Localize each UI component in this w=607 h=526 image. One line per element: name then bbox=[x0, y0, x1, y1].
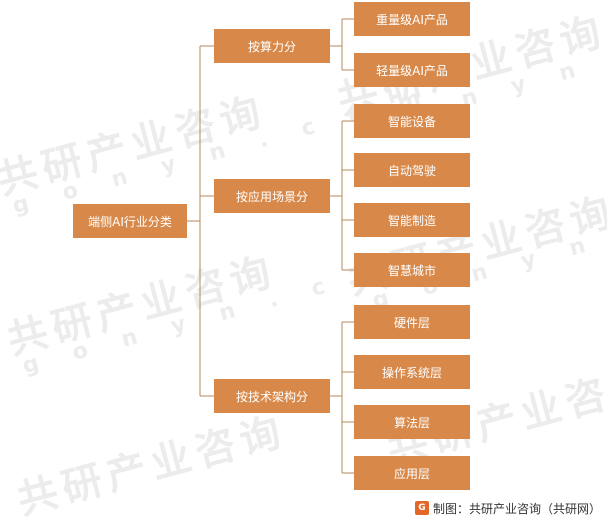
branch-compute-node: 按算力分 bbox=[214, 29, 330, 63]
leaf-node: 智慧城市 bbox=[354, 253, 470, 287]
branch-architecture-node: 按技术架构分 bbox=[214, 379, 330, 413]
source-footer: G 制图：共研产业咨询（共研网） bbox=[410, 498, 601, 518]
leaf-node: 轻量级AI产品 bbox=[354, 53, 470, 87]
leaf-node: 自动驾驶 bbox=[354, 153, 470, 187]
root-node: 端侧AI行业分类 bbox=[73, 204, 187, 238]
leaf-node: 硬件层 bbox=[354, 305, 470, 339]
branch-scenario-node: 按应用场景分 bbox=[214, 179, 330, 213]
source-text: 制图：共研产业咨询（共研网） bbox=[432, 501, 601, 516]
leaf-node: 智能设备 bbox=[354, 104, 470, 138]
leaf-node: 应用层 bbox=[354, 456, 470, 490]
leaf-node: 算法层 bbox=[354, 405, 470, 439]
brand-logo-icon: G bbox=[414, 501, 429, 515]
leaf-node: 智能制造 bbox=[354, 203, 470, 237]
leaf-node: 操作系统层 bbox=[354, 355, 470, 389]
leaf-node: 重量级AI产品 bbox=[354, 2, 470, 36]
